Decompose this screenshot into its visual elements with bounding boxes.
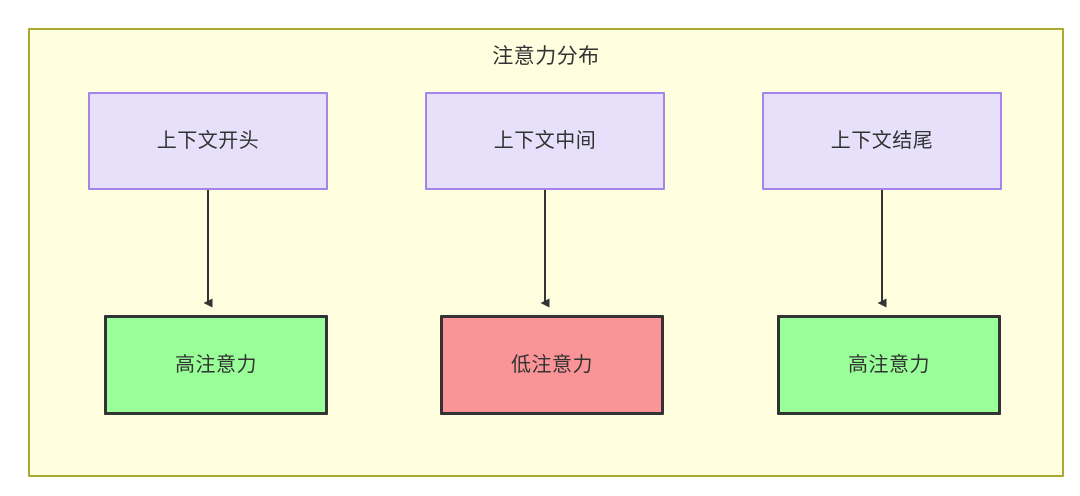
node-high-attention-start-label: 高注意力 <box>175 354 257 376</box>
node-context-middle-label: 上下文中间 <box>493 130 597 152</box>
cluster-title: 注意力分布 <box>492 45 600 68</box>
node-context-start-label: 上下文开头 <box>156 130 260 152</box>
node-high-attention-end-label: 高注意力 <box>848 354 930 376</box>
node-low-attention-middle[interactable]: 低注意力 <box>440 315 664 415</box>
node-context-middle[interactable]: 上下文中间 <box>425 92 665 190</box>
node-context-end-label: 上下文结尾 <box>830 130 934 152</box>
node-high-attention-end[interactable]: 高注意力 <box>777 315 1001 415</box>
node-low-attention-middle-label: 低注意力 <box>511 354 593 376</box>
node-context-start[interactable]: 上下文开头 <box>88 92 328 190</box>
node-high-attention-start[interactable]: 高注意力 <box>104 315 328 415</box>
node-context-end[interactable]: 上下文结尾 <box>762 92 1002 190</box>
